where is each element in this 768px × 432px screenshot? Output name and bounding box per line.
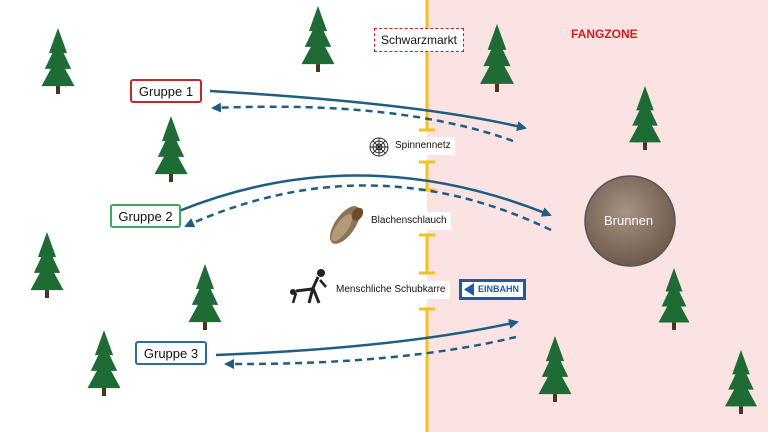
tree-icon <box>37 232 57 258</box>
tree-icon <box>301 33 335 65</box>
tree-icon <box>304 19 332 47</box>
tree-icon <box>48 28 68 54</box>
group-3-box: Gruppe 3 <box>135 341 207 365</box>
tree-icon <box>195 264 215 290</box>
tree-icon <box>636 86 654 111</box>
tree-icon <box>541 349 569 377</box>
tree-trunk <box>643 142 647 150</box>
tree-icon <box>90 343 118 371</box>
group-2-route-back <box>184 184 552 232</box>
trees <box>30 6 757 414</box>
well-label: Brunnen <box>604 213 654 228</box>
tree-icon <box>629 112 661 143</box>
well <box>584 175 676 267</box>
tree-icon <box>157 129 185 157</box>
tree-icon <box>658 294 690 323</box>
obstacle-label-spinnennetz: Spinnennetz <box>391 137 455 155</box>
tree-trunk <box>739 406 743 414</box>
tree-icon <box>308 6 328 32</box>
tree-icon <box>94 330 114 356</box>
spider-web-icon <box>369 137 389 157</box>
tarp-tunnel-icon <box>329 206 364 244</box>
tree-trunk <box>553 394 557 402</box>
group-1-route-back <box>211 102 514 143</box>
tree-trunk <box>203 322 207 330</box>
group-1-box: Gruppe 1 <box>130 79 202 103</box>
tree-trunk <box>672 322 676 330</box>
obstacle-label-schubkarre: Menschliche Schubkarre <box>332 281 450 299</box>
tree-icon <box>87 357 121 389</box>
group-2-route-out <box>178 174 552 217</box>
obstacle-label-blachenschlauch: Blachenschlauch <box>367 212 451 230</box>
tree-trunk <box>495 83 499 92</box>
tree-icon <box>161 116 181 142</box>
one-way-sign-text: EINBAHN <box>478 284 520 294</box>
tree-icon <box>665 268 683 292</box>
tree-icon <box>188 291 222 323</box>
tree-icon <box>487 24 507 50</box>
tree-icon <box>44 41 72 69</box>
tree-icon <box>632 98 658 126</box>
tree-icon <box>728 362 754 390</box>
tree-trunk <box>45 290 49 298</box>
tree-icon <box>191 277 219 305</box>
tree-icon <box>30 259 64 291</box>
tree-icon <box>154 143 188 175</box>
tree-icon <box>41 55 75 87</box>
tree-trunk <box>102 388 106 396</box>
catch-zone-title: FANGZONE <box>571 27 638 41</box>
tree-icon <box>480 52 514 84</box>
one-way-sign-icon <box>459 279 526 300</box>
group-3-route-back <box>224 335 517 370</box>
tree-icon <box>33 245 61 273</box>
tree-icon <box>483 37 511 67</box>
boundary-line <box>419 0 435 432</box>
group-1-route-out <box>209 89 527 132</box>
black-market-box: Schwarzmarkt <box>374 28 465 52</box>
tree-icon <box>538 363 572 395</box>
group-3-route-out <box>215 318 519 357</box>
tree-icon <box>661 280 687 307</box>
tree-trunk <box>169 174 173 182</box>
tree-icon <box>732 350 750 375</box>
wheelbarrow-pose-icon <box>290 269 327 304</box>
tree-trunk <box>56 86 60 94</box>
group-2-box: Gruppe 2 <box>110 204 181 228</box>
tree-icon <box>725 376 757 407</box>
tree-trunk <box>316 64 320 72</box>
tree-icon <box>545 336 565 362</box>
